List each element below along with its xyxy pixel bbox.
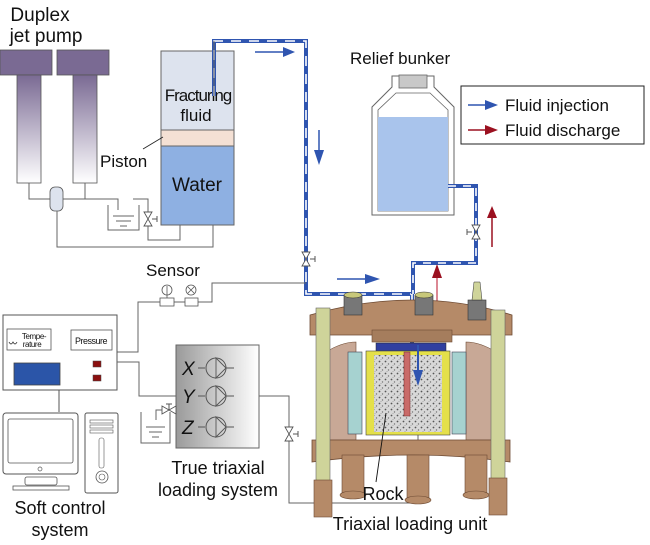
support-leg [341, 454, 365, 496]
support-leg [406, 454, 430, 501]
valve-icon[interactable] [301, 251, 316, 267]
pressure-sensor [184, 297, 199, 307]
pressure-display [70, 329, 113, 351]
relief-bunker: Relief bunker [350, 49, 455, 216]
pump-y: Y [182, 384, 234, 408]
valve-icon[interactable] [143, 211, 158, 227]
legend-discharge-arrow-icon [485, 125, 498, 135]
pump-accumulator [49, 186, 64, 212]
top-loading-plate [375, 342, 447, 352]
pump-label-line1: Duplex [10, 5, 70, 26]
pump-x: X [181, 356, 234, 380]
legend: Fluid injection Fluid discharge [460, 85, 645, 145]
fracturing-label-line2: fluid [180, 106, 211, 125]
piston [160, 129, 235, 147]
legend-injection-label: Fluid injection [505, 96, 609, 115]
pump-z: Z [181, 415, 234, 439]
pump-cylinder-left [16, 74, 42, 184]
fluid-accumulator: Fracturing fluid Piston Water [100, 50, 235, 226]
legend-discharge-label: Fluid discharge [505, 121, 620, 140]
temperature-wave-icon [8, 341, 18, 345]
computer: Soft control system [2, 412, 119, 540]
indicator-light [92, 374, 102, 382]
true-triaxial-label-line2: loading system [158, 480, 278, 500]
pump-cylinder-right [72, 74, 98, 184]
temperature-display [6, 328, 52, 351]
control-panel: Tempe- rature Pressure [2, 314, 118, 412]
true-triaxial-loading-system: X Y Z [117, 344, 419, 504]
valve-icon[interactable] [161, 403, 177, 415]
triaxial-unit-label: Triaxial loading unit [333, 514, 487, 534]
duplex-jet-pump: Duplex jet pump [0, 5, 214, 248]
pump-head-left [0, 49, 53, 76]
relief-bunker-label: Relief bunker [350, 49, 451, 68]
discharge-pipeline [411, 184, 497, 305]
temperature-label-line1: Tempe- [22, 332, 47, 341]
bunker-cap [398, 74, 428, 89]
water-chamber [160, 145, 235, 226]
indicator-light [92, 360, 102, 368]
sensors: Sensor [117, 261, 306, 353]
side-loading-plate [347, 351, 363, 435]
pump-label-line2: jet pump [9, 26, 83, 47]
temperature-label-line2: rature [23, 340, 42, 349]
sensor-label: Sensor [146, 261, 200, 280]
temperature-sensor [159, 297, 175, 307]
triaxial-loading-unit: Rock Triaxial loading unit [309, 281, 513, 534]
wellbore [403, 351, 411, 417]
axis-z-label: Z [181, 418, 195, 439]
legend-injection-arrow-icon [485, 100, 498, 110]
oil-reservoir [140, 412, 171, 444]
axis-x-label: X [181, 359, 196, 380]
bolt [467, 299, 487, 321]
fracturing-fluid-chamber [160, 50, 235, 131]
piston-label: Piston [100, 152, 147, 171]
axis-y-label: Y [182, 387, 196, 408]
soft-control-label-line2: system [31, 520, 88, 540]
valve-icon[interactable] [466, 224, 481, 240]
side-loading-plate [451, 351, 467, 435]
pump-head-right [56, 49, 110, 76]
soft-control-label-line1: Soft control [14, 498, 105, 518]
water-label: Water [172, 175, 223, 196]
bunker-liquid [378, 117, 448, 211]
pressure-label: Pressure [75, 336, 108, 346]
rock-label: Rock [362, 484, 404, 504]
true-triaxial-label-line1: True triaxial [171, 458, 264, 478]
water-reservoir [107, 205, 140, 231]
support-leg [464, 454, 488, 496]
fracturing-label-line1: Fracturing [165, 86, 232, 105]
valve-icon[interactable] [284, 426, 299, 442]
lcd-screen [13, 362, 61, 386]
